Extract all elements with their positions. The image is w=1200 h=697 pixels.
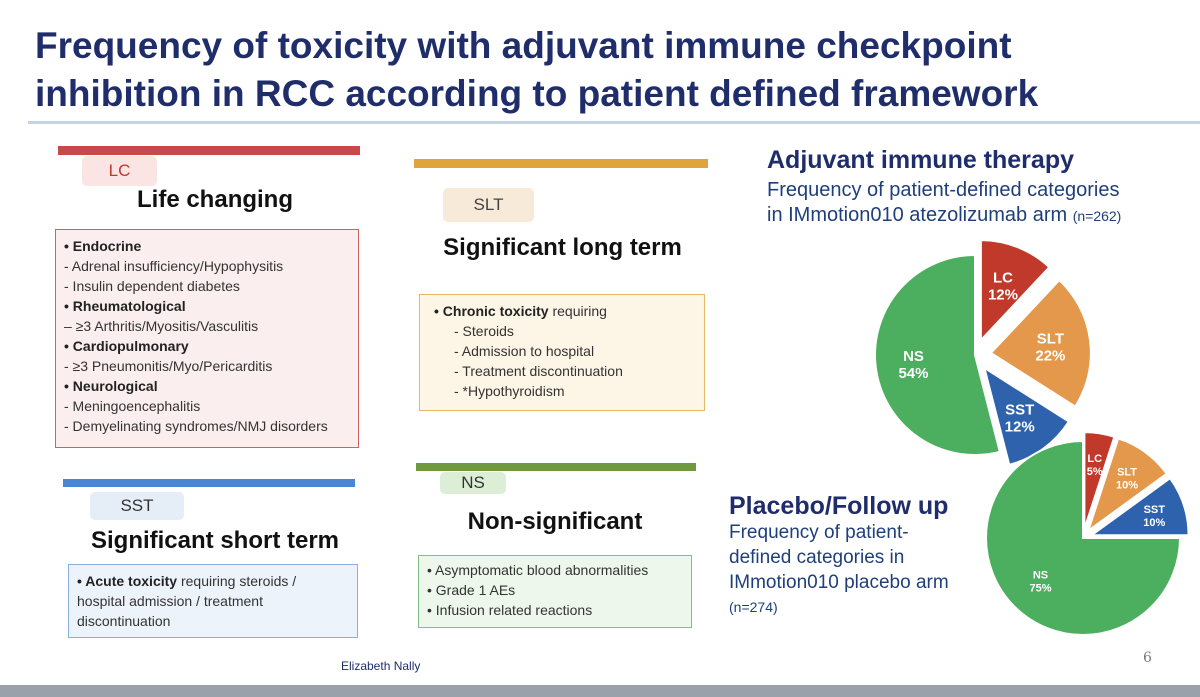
ns-list-item: • Asymptomatic blood abnormalities bbox=[427, 562, 649, 578]
adjuvant-subtitle: Frequency of patient-defined categories … bbox=[767, 178, 1197, 229]
slt-lead-line: • Chronic toxicity requiring bbox=[434, 301, 696, 321]
placebo-subtitle-line-1: Frequency of patient- bbox=[729, 522, 909, 543]
ns-heading: Non-significant bbox=[467, 508, 643, 535]
pie2-slice-lc bbox=[1083, 431, 1116, 530]
bottom-bar bbox=[0, 685, 1200, 697]
pie2-slice-sst bbox=[1088, 476, 1190, 537]
sst-line-1: • Acute toxicity requiring steroids / bbox=[77, 571, 349, 591]
ns-details-box: • Asymptomatic blood abnormalities • Grad… bbox=[418, 555, 692, 628]
placebo-subtitle-line-2: defined categories in bbox=[729, 547, 905, 568]
slt-lead-bold: • Chronic toxicity bbox=[434, 303, 549, 319]
slt-color-bar bbox=[414, 159, 708, 168]
slt-list-item: - *Hypothyroidism bbox=[454, 383, 565, 399]
page-number: 6 bbox=[1143, 650, 1152, 666]
slt-heading: Significant long term bbox=[443, 234, 682, 261]
ns-tag: NS bbox=[440, 472, 506, 494]
adjuvant-title: Adjuvant immune therapy bbox=[767, 146, 1074, 174]
lc-list-item: - Insulin dependent diabetes bbox=[64, 278, 240, 294]
pie2-slice-ns bbox=[985, 439, 1182, 636]
pie1-slice-sst bbox=[982, 365, 1071, 467]
ns-color-bar bbox=[416, 463, 696, 471]
sst-details-box: • Acute toxicity requiring steroids / ho… bbox=[68, 564, 358, 638]
lc-tag: LC bbox=[82, 156, 157, 186]
slide-title-line-2: inhibition in RCC according to patient d… bbox=[35, 73, 1039, 114]
ns-list-item: • Infusion related reactions bbox=[427, 602, 593, 618]
sst-lead-bold: • Acute toxicity bbox=[77, 573, 178, 589]
lc-group-heading: • Cardiopulmonary bbox=[64, 338, 189, 354]
lc-list-item: - Demyelinating syndromes/NMJ disorders bbox=[64, 418, 328, 434]
adjuvant-subtitle-line-2: in IMmotion010 atezolizumab arm (n=262) bbox=[767, 203, 1197, 229]
slide-title: Frequency of toxicity with adjuvant immu… bbox=[35, 22, 1155, 118]
lc-group-heading: • Rheumatological bbox=[64, 298, 186, 314]
lc-group-heading: • Endocrine bbox=[64, 238, 142, 254]
slt-tag: SLT bbox=[443, 188, 534, 222]
slt-details-box: • Chronic toxicity requiring - Steroids - … bbox=[419, 294, 705, 411]
adjuvant-n: (n=262) bbox=[1072, 208, 1122, 224]
lc-heading: Life changing bbox=[137, 186, 293, 213]
placebo-subtitle: Frequency of patient- defined categories… bbox=[729, 520, 979, 620]
lc-list-item: - Adrenal insufficiency/Hypophysitis bbox=[64, 258, 284, 274]
title-divider bbox=[28, 121, 1200, 124]
pie1-slice-ns bbox=[873, 253, 1002, 456]
slt-list-item: - Treatment discontinuation bbox=[454, 363, 623, 379]
sst-line-3: discontinuation bbox=[77, 613, 171, 629]
lc-list-item: - Meningoencephalitis bbox=[64, 398, 201, 414]
lc-list-item: – ≥3 Arthritis/Myositis/Vasculitis bbox=[64, 318, 259, 334]
slt-list-item: - Steroids bbox=[454, 323, 514, 339]
sst-color-bar bbox=[63, 479, 355, 487]
pie2-slice-slt bbox=[1086, 437, 1169, 534]
lc-list-item: - ≥3 Pneumonitis/Myo/Pericarditis bbox=[64, 358, 273, 374]
ns-list-item: • Grade 1 AEs bbox=[427, 582, 516, 598]
slide-title-line-1: Frequency of toxicity with adjuvant immu… bbox=[35, 25, 1012, 66]
footer-author: Elizabeth Nally bbox=[341, 659, 421, 673]
pie1-slice-lc bbox=[979, 239, 1051, 343]
adjuvant-subtitle-line-1: Frequency of patient-defined categories bbox=[767, 179, 1120, 201]
slt-lead-rest: requiring bbox=[548, 303, 607, 319]
sst-tag: SST bbox=[90, 492, 184, 520]
slt-list-item: - Admission to hospital bbox=[454, 343, 595, 359]
pie1-slice-slt bbox=[989, 278, 1092, 408]
lc-group-heading: • Neurological bbox=[64, 378, 158, 394]
sst-heading: Significant short term bbox=[90, 527, 340, 554]
lc-details-box: • Endocrine - Adrenal insufficiency/Hypop… bbox=[55, 229, 359, 448]
placebo-n: (n=274) bbox=[729, 599, 778, 615]
placebo-title: Placebo/Follow up bbox=[729, 492, 949, 520]
sst-line-2: hospital admission / treatment bbox=[77, 593, 263, 609]
placebo-subtitle-line-3: IMmotion010 placebo arm bbox=[729, 572, 949, 593]
sst-lead-rest: requiring steroids / bbox=[177, 573, 297, 589]
lc-color-bar bbox=[58, 146, 360, 155]
adjuvant-subtitle-line-2-text: in IMmotion010 atezolizumab arm bbox=[767, 204, 1068, 226]
